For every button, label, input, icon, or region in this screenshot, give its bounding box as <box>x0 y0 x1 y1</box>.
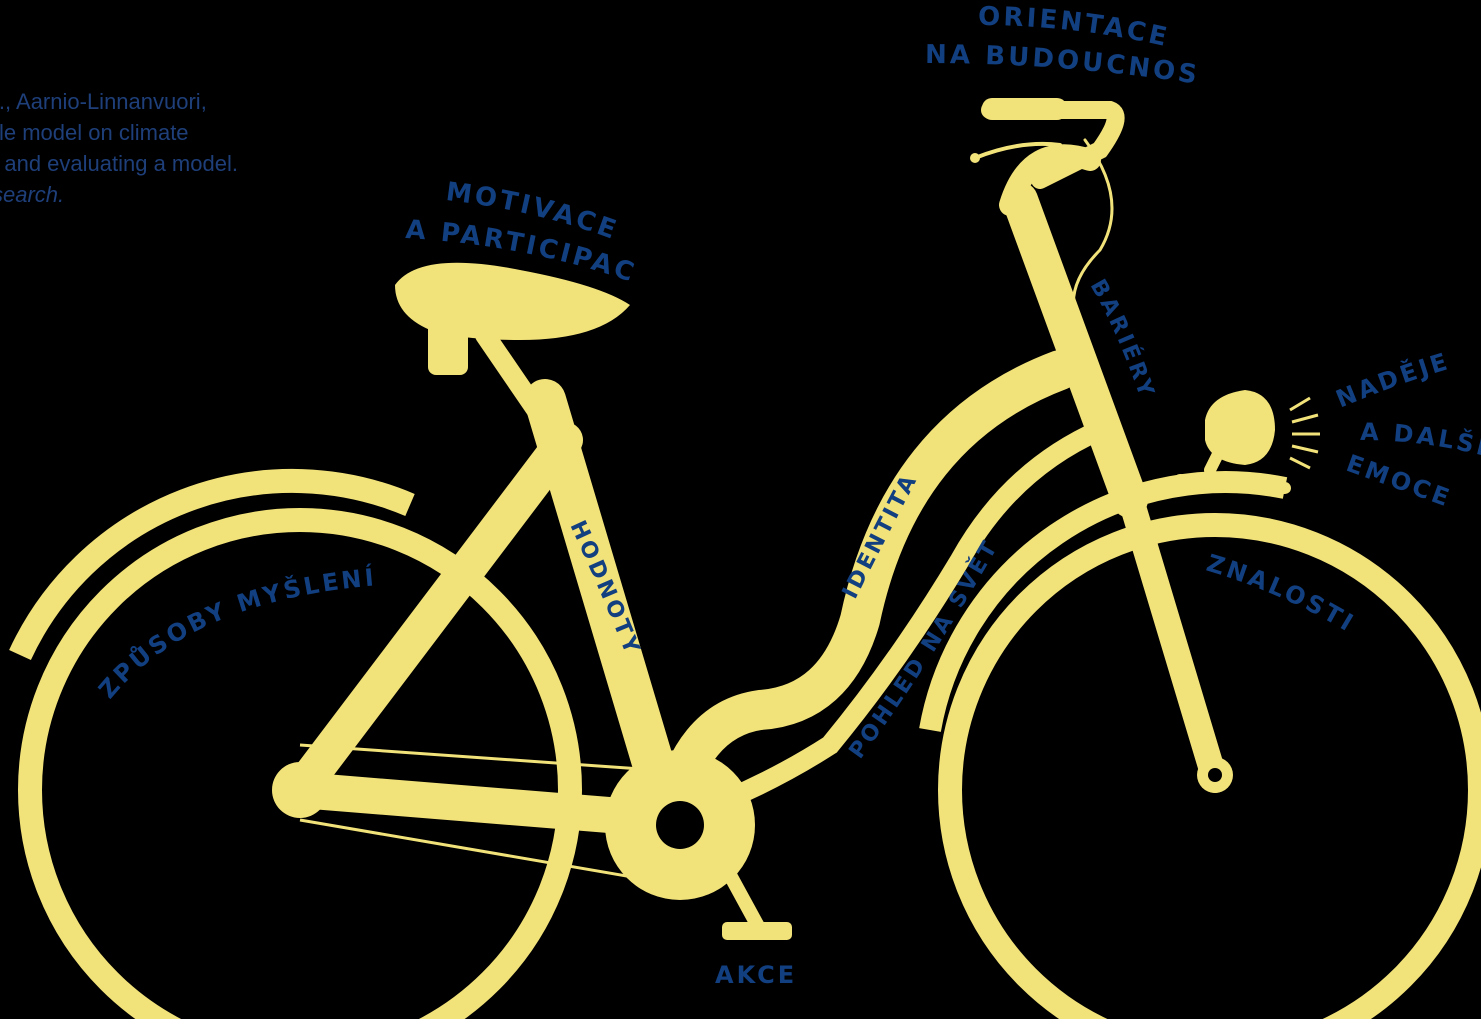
bell <box>970 153 980 163</box>
light-rays <box>1290 398 1320 468</box>
label-hope-2: A DALŠÍ <box>1360 418 1481 462</box>
rear-hub <box>272 762 328 818</box>
label-hope: NADĚJE <box>1332 347 1453 413</box>
label-action: AKCE <box>715 961 797 989</box>
handlebar-grip <box>982 98 1067 120</box>
saddle-spring <box>428 320 468 375</box>
label-motivation-2: A PARTICIPACE <box>0 0 640 289</box>
headlight <box>1205 390 1275 465</box>
label-hope-3: EMOCE <box>1343 449 1456 513</box>
pedal <box>722 922 792 940</box>
